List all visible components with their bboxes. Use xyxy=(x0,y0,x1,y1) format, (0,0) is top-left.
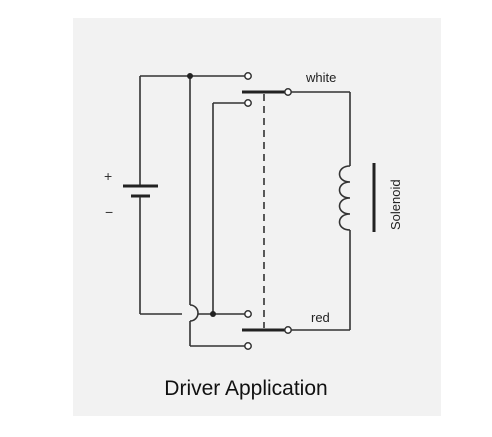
white-wire-label: white xyxy=(305,70,336,85)
upper-dpdt-switch xyxy=(242,72,350,107)
switch-terminal xyxy=(244,72,252,80)
switch-terminal xyxy=(244,310,252,318)
diagram-panel xyxy=(73,18,441,416)
solenoid-label: Solenoid xyxy=(388,179,403,230)
red-wire-label: red xyxy=(311,310,330,325)
battery-symbol xyxy=(123,76,158,314)
switch-terminal xyxy=(284,88,292,96)
negative-supply-wire xyxy=(140,102,245,315)
junction-dot xyxy=(210,311,216,317)
solenoid-coil xyxy=(338,92,376,330)
switch-terminal xyxy=(284,326,292,334)
battery-minus-sign: − xyxy=(105,204,113,220)
switch-terminal xyxy=(244,99,252,107)
diagram-caption: Driver Application xyxy=(164,377,328,400)
battery-plus-sign: + xyxy=(104,168,112,184)
lower-dpdt-switch xyxy=(242,310,350,350)
positive-supply-wire xyxy=(140,75,245,347)
junction-dot xyxy=(187,73,193,79)
switch-terminal xyxy=(244,342,252,350)
